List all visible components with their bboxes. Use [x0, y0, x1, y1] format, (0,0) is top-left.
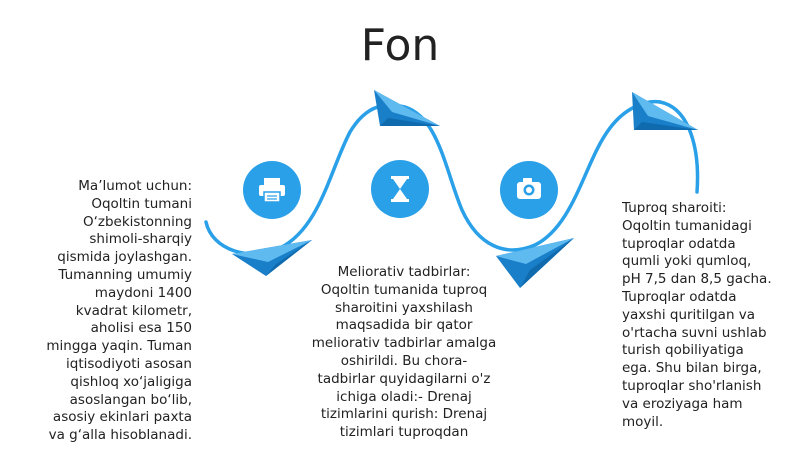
- paper-plane-icon: [232, 240, 312, 276]
- paper-plane-icon: [496, 238, 574, 288]
- paper-plane-icon: [374, 90, 440, 126]
- timeline-curve-3: [658, 100, 700, 194]
- timeline-curve-2: [398, 99, 662, 252]
- camera-icon: [500, 161, 558, 219]
- paper-plane-icon: [632, 92, 698, 130]
- slide-title: Fon: [360, 20, 440, 71]
- printer-icon: [243, 161, 301, 219]
- text-block-melioration: Meliorativ tadbirlar: Oqoltin tumanida t…: [311, 264, 497, 441]
- hourglass-icon: [371, 160, 429, 218]
- timeline-curve: [204, 103, 400, 256]
- text-block-info: Ma’lumot uchun: Oqoltin tumani O‘zbekist…: [46, 178, 192, 444]
- text-block-soil: Tuproq sharoiti: Oqoltin tumanidagi tupr…: [622, 200, 772, 430]
